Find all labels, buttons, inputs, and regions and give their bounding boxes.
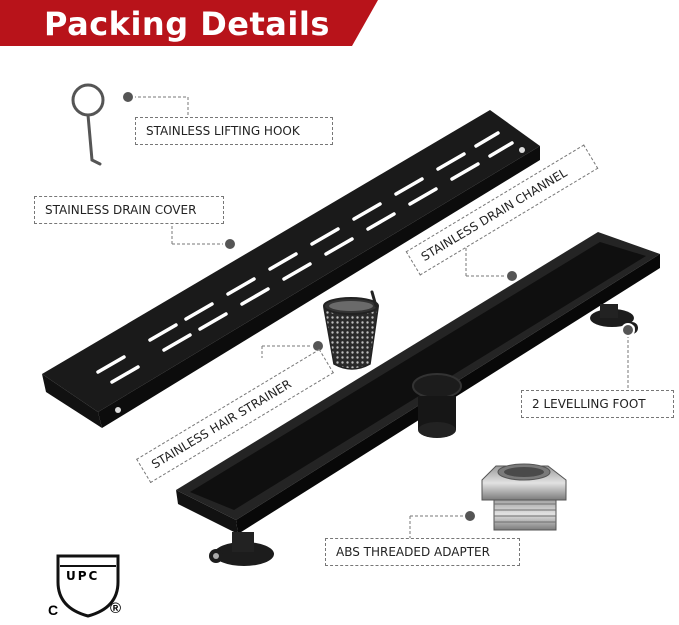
callout-dot: [463, 509, 477, 523]
callout-dot: [621, 323, 635, 337]
callout-dot: [223, 237, 237, 251]
certification-c-letter: C: [48, 602, 59, 618]
drain-cover-icon: [42, 110, 540, 428]
registered-trademark-symbol: ®: [110, 600, 122, 617]
banner-shape: [0, 0, 378, 46]
hair-strainer-icon: [323, 290, 379, 370]
threaded-adapter-icon: [481, 463, 567, 531]
callout-threaded-adapter: ABS THREADED ADAPTER: [325, 538, 520, 566]
upc-mark-text: UPC: [66, 569, 100, 583]
lifting-hook-icon: [71, 83, 105, 166]
callout-leaders: [128, 96, 629, 538]
callout-drain-cover: STAINLESS DRAIN COVER: [34, 196, 224, 224]
upc-shield-icon: [56, 554, 120, 618]
callout-dot: [121, 90, 135, 104]
title-banner: [0, 0, 378, 46]
drain-channel-icon: [176, 232, 660, 566]
callout-lifting-hook: STAINLESS LIFTING HOOK: [135, 117, 333, 145]
callout-dot: [505, 269, 519, 283]
page-title: Packing Details: [44, 5, 330, 43]
callout-levelling-foot: 2 LEVELLING FOOT: [521, 390, 674, 418]
